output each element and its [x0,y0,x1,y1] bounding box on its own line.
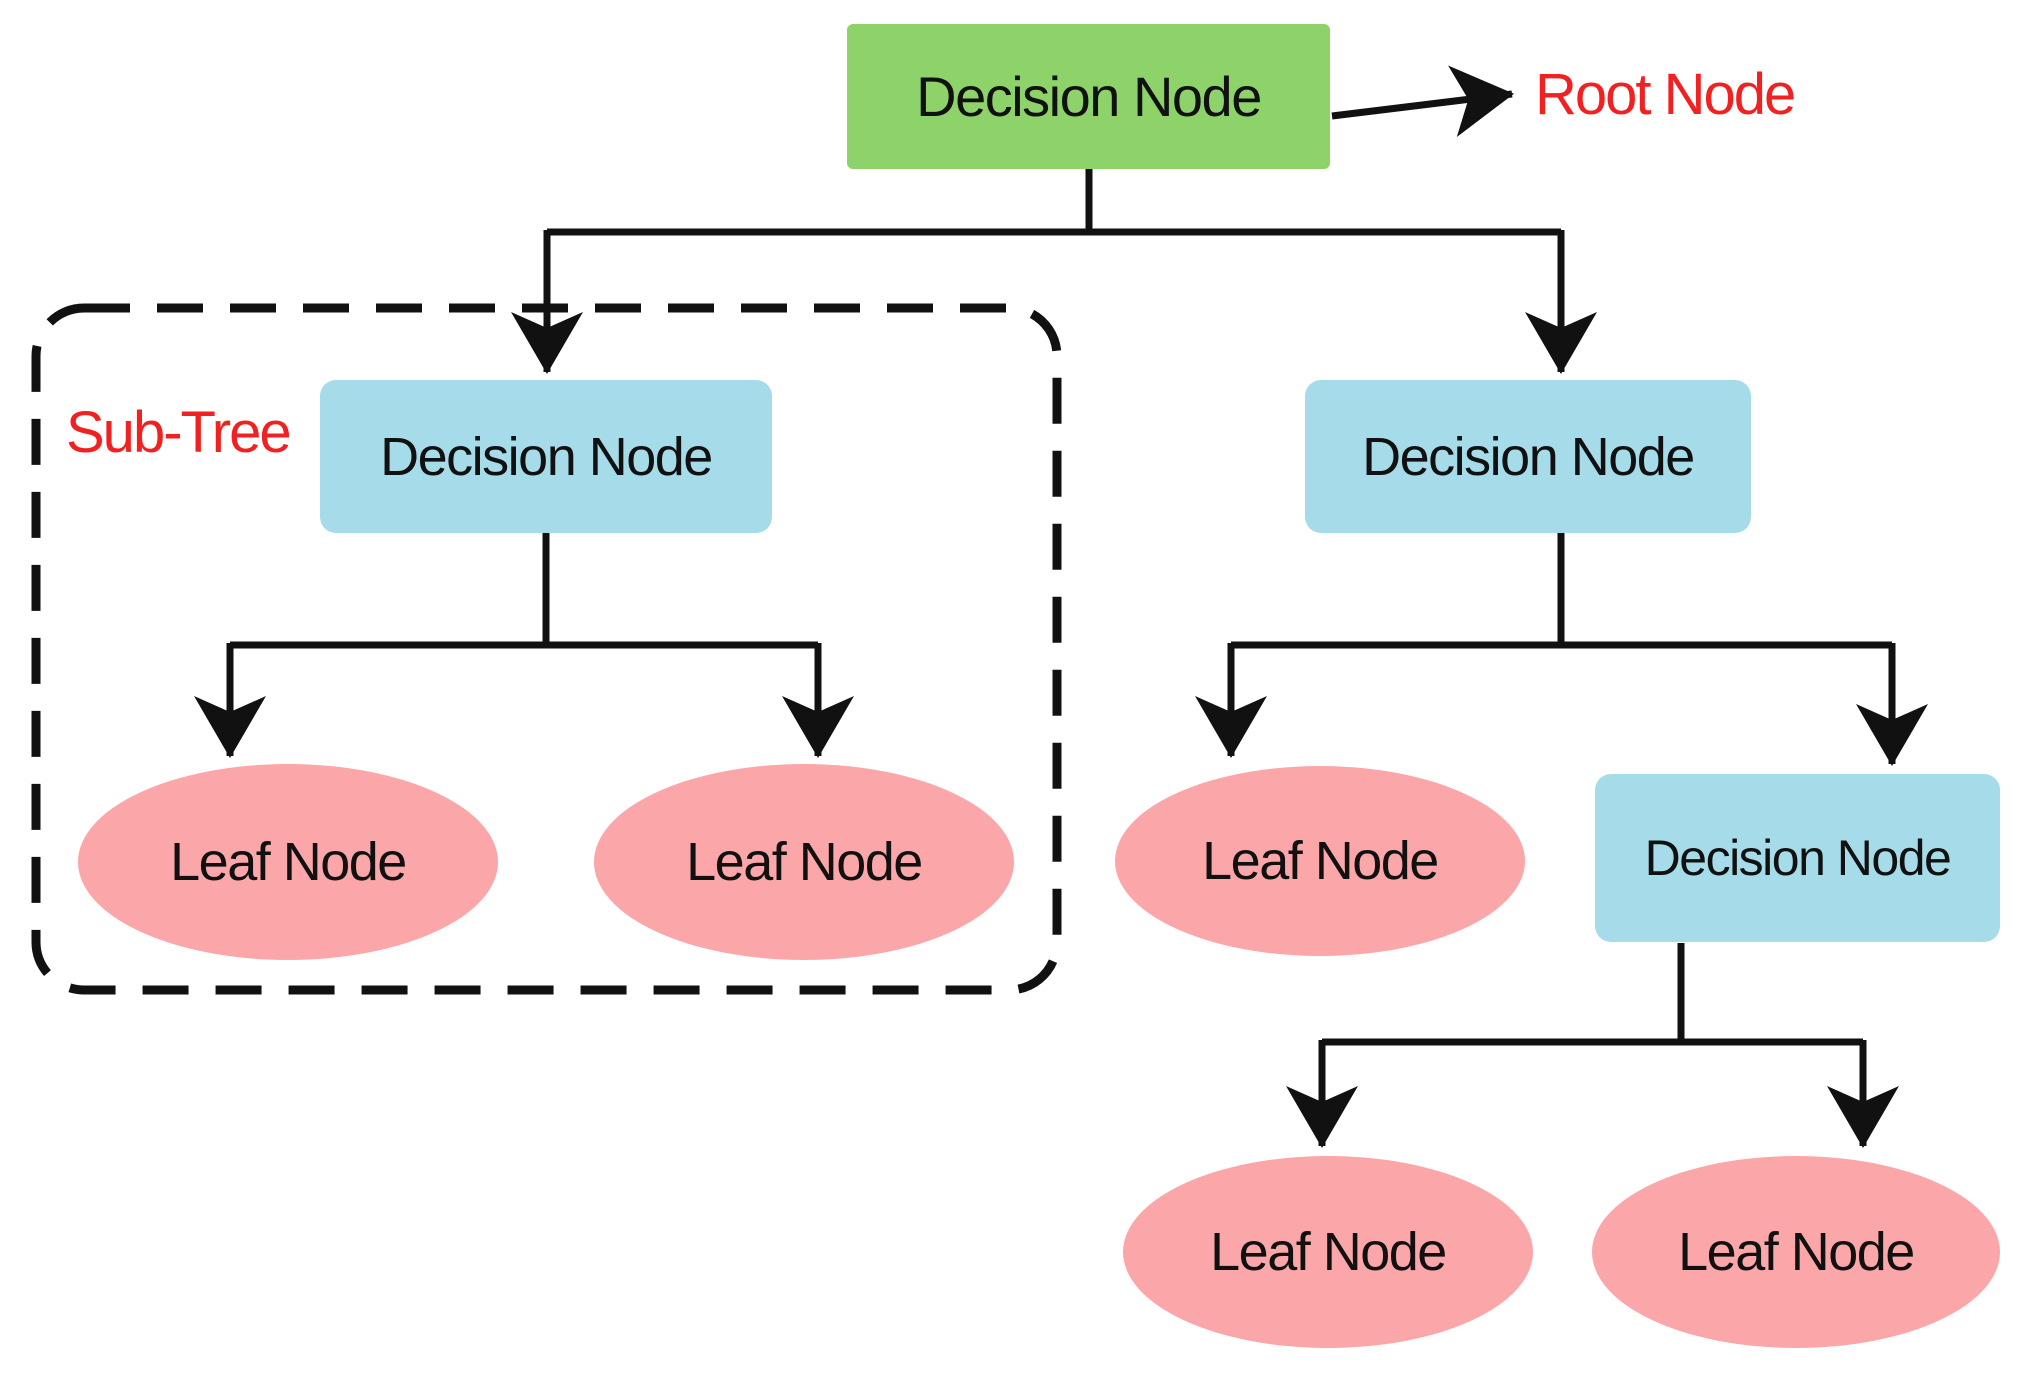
leaf-node-1: Leaf Node [78,764,498,960]
decision-node-left: Decision Node [320,380,772,533]
left-decision-split-connector [230,533,818,649]
root-decision-node: Decision Node [847,24,1330,169]
subtree-annotation: Sub-Tree [66,400,292,465]
child-decision-split-connector [1322,943,1863,1046]
leaf-node-4: Leaf Node [1123,1156,1533,1348]
leaf-node-3: Leaf Node [1115,766,1525,956]
root-node-annotation: Root Node [1535,62,1796,127]
root-annotation-arrow [1331,65,1514,138]
decision-node-right: Decision Node [1305,380,1751,533]
leaf-node-2: Leaf Node [594,764,1014,960]
decision-node-right-child: Decision Node [1595,774,2000,942]
right-decision-split-connector [1231,533,1892,649]
leaf-node-5: Leaf Node [1592,1156,2000,1348]
root-split-connector [547,169,1561,236]
